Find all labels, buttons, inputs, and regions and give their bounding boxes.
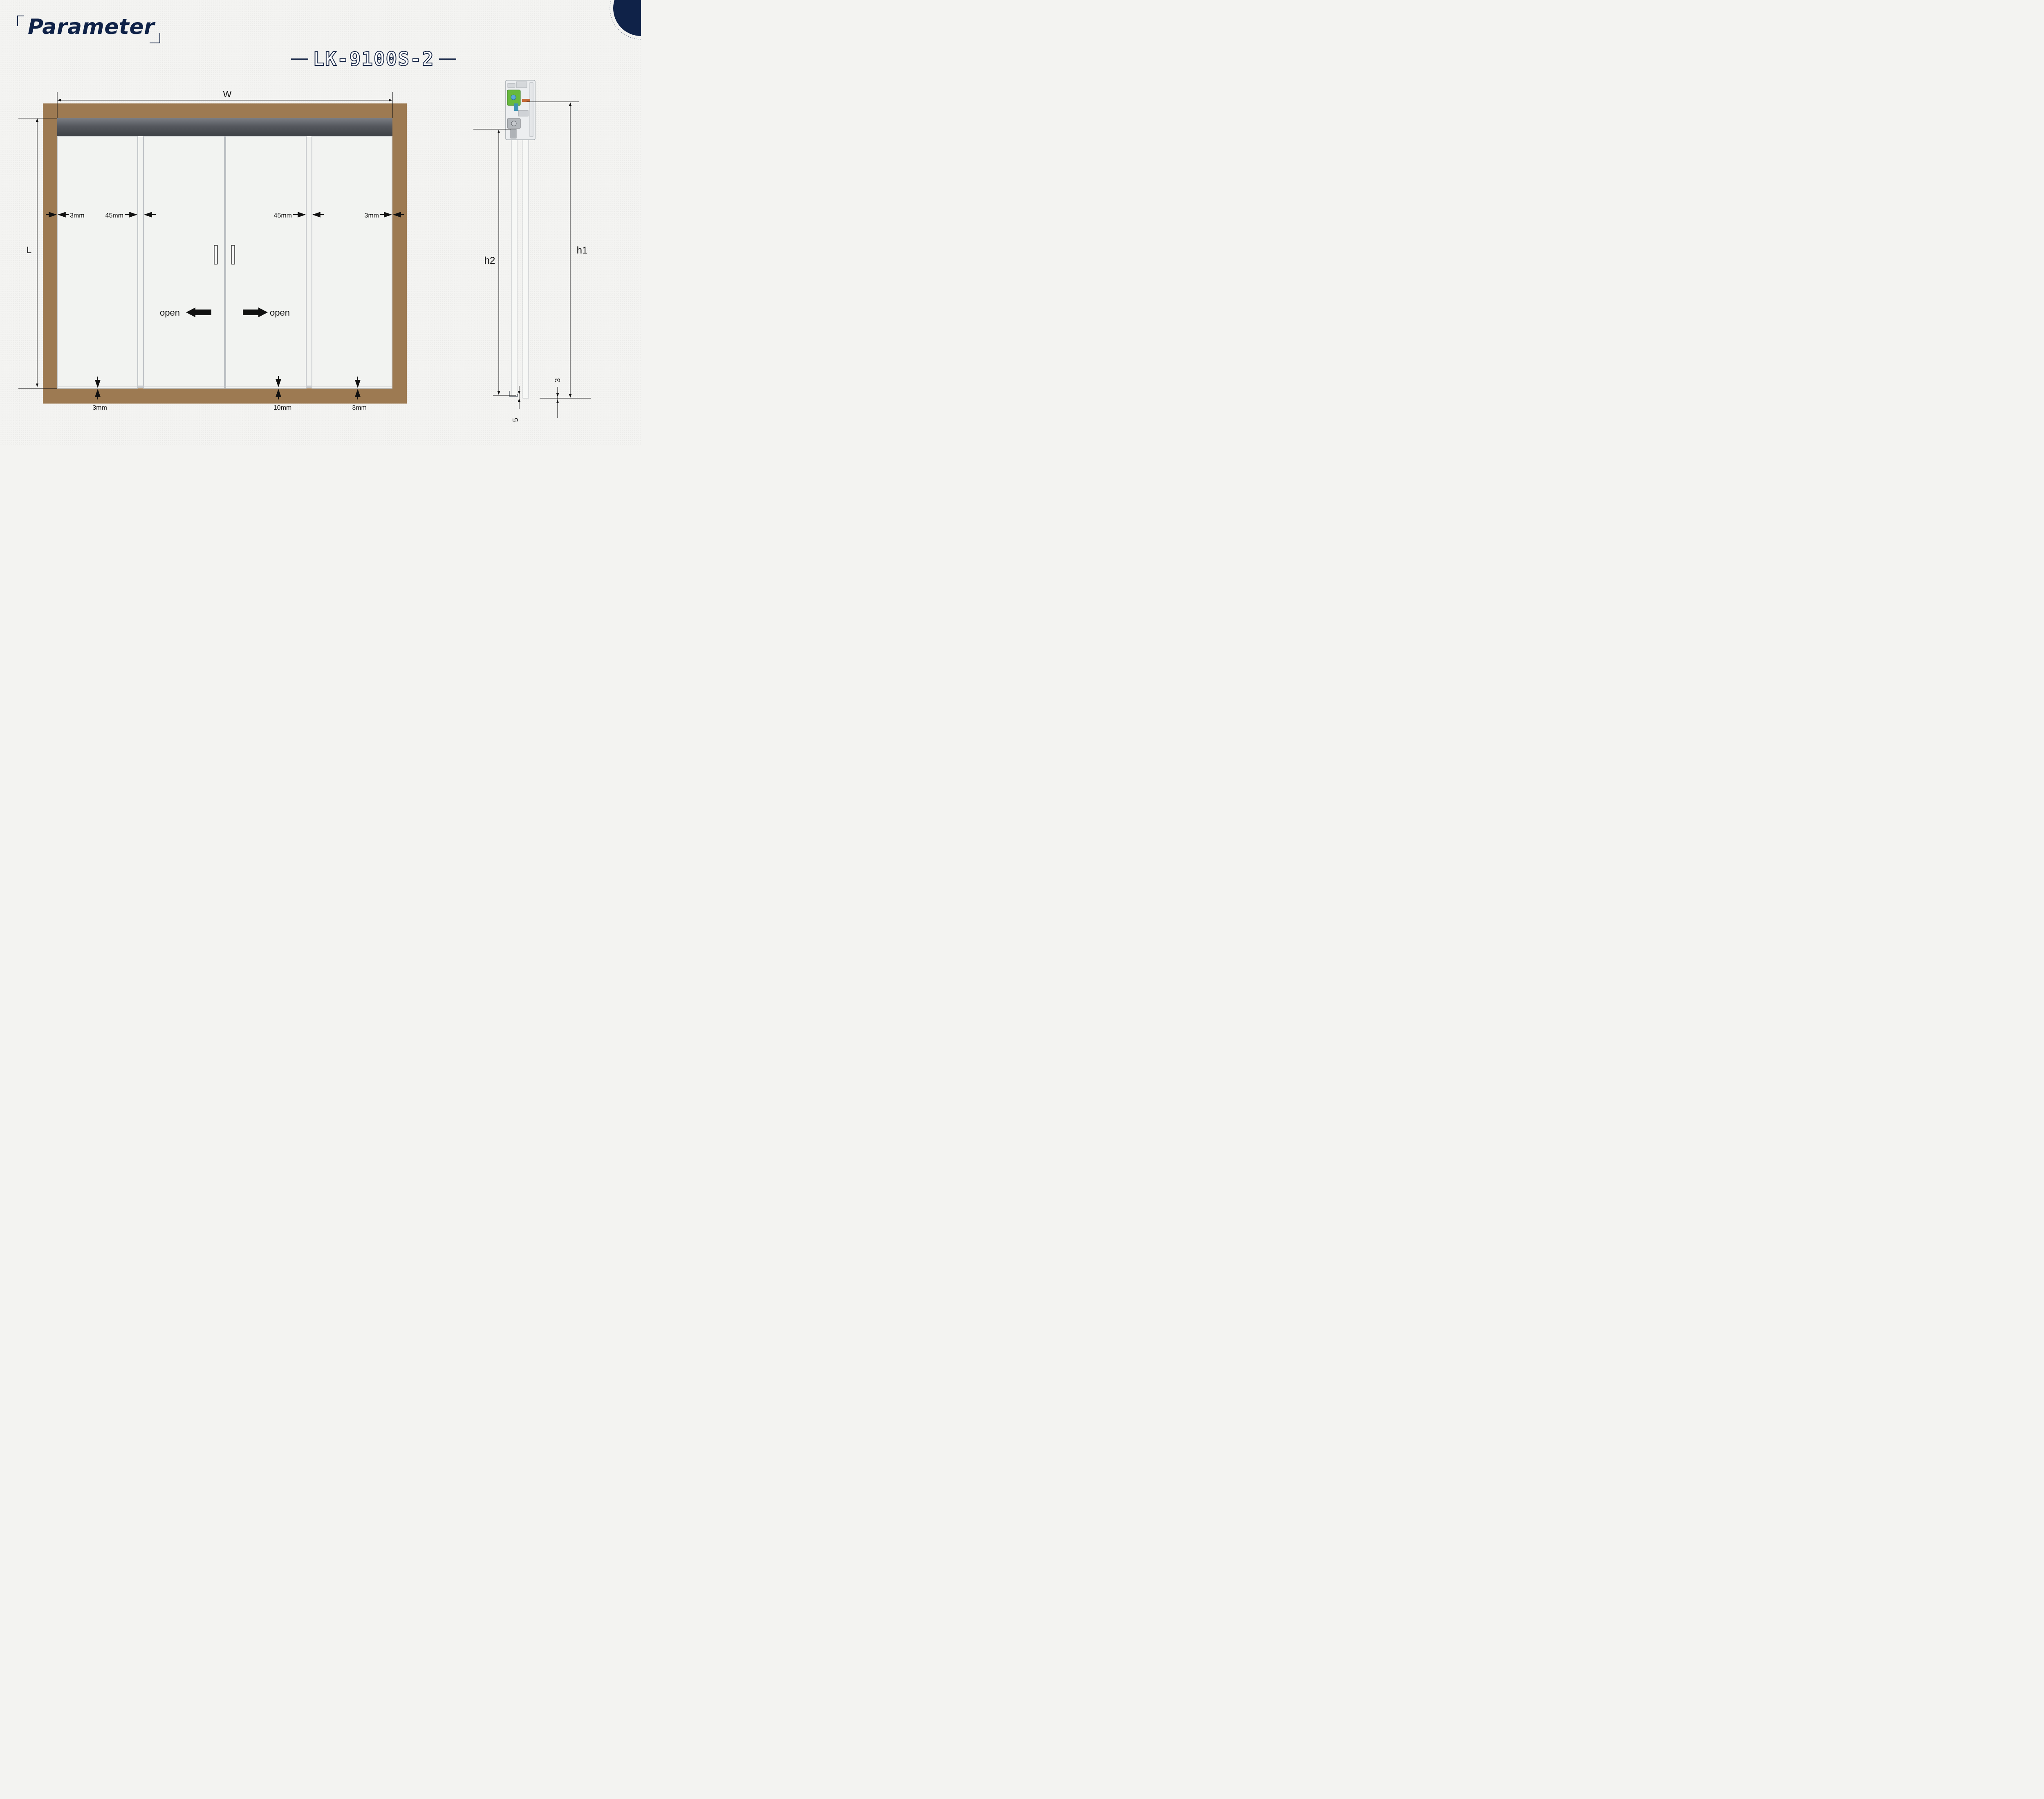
gap-right-overlap-label: 45mm <box>274 212 292 219</box>
height-label: L <box>27 245 31 255</box>
gap-5-label: 5 <box>511 418 520 422</box>
side-glass-sliding <box>511 138 518 397</box>
model-dash-left <box>291 58 308 60</box>
title-bracket-top-left <box>17 16 24 26</box>
gap-right-side-label: 3mm <box>364 212 379 219</box>
side-view: h1 h2 5 3 <box>473 80 591 422</box>
title-bracket-bottom-right <box>150 33 160 43</box>
open-label-left: open <box>160 307 180 318</box>
model-dash-right <box>439 58 457 60</box>
floor-guide <box>509 391 518 397</box>
rail-profile <box>505 80 536 140</box>
width-dimension <box>57 92 393 118</box>
gap-3-label: 3 <box>554 378 562 382</box>
open-label-right: open <box>270 307 290 318</box>
open-arrow-left <box>186 307 211 317</box>
front-view: open open W L 3mm 45mm 45mm <box>18 89 407 411</box>
h2-dimension <box>473 129 516 396</box>
gap-left-side-label: 3mm <box>70 212 85 219</box>
glass-area <box>57 118 392 388</box>
height-dimension <box>18 118 57 389</box>
h1-dimension <box>527 101 591 399</box>
handle-right <box>231 245 235 265</box>
gap-left-overlap-label: 45mm <box>105 212 123 219</box>
operator-rail <box>57 118 392 136</box>
h1-label: h1 <box>577 245 588 256</box>
model-name: LK-9100S-2 <box>313 48 435 70</box>
technical-drawing: open open W L 3mm 45mm 45mm <box>18 80 591 422</box>
open-arrow-right <box>243 307 268 317</box>
page-title: Parameter <box>28 15 155 39</box>
gap-bottom-right-label: 3mm <box>352 404 367 411</box>
handle-left <box>214 245 218 265</box>
width-label: W <box>223 89 232 99</box>
model-heading: LK-9100S-2 <box>273 48 474 70</box>
corner-decoration <box>610 0 641 40</box>
gap-bottom-center-label: 10mm <box>273 404 291 411</box>
gap-bottom-left-label: 3mm <box>92 404 107 411</box>
h2-label: h2 <box>484 255 495 266</box>
gap-arrows-vertical <box>95 376 361 399</box>
side-glass-fixed <box>522 138 529 399</box>
